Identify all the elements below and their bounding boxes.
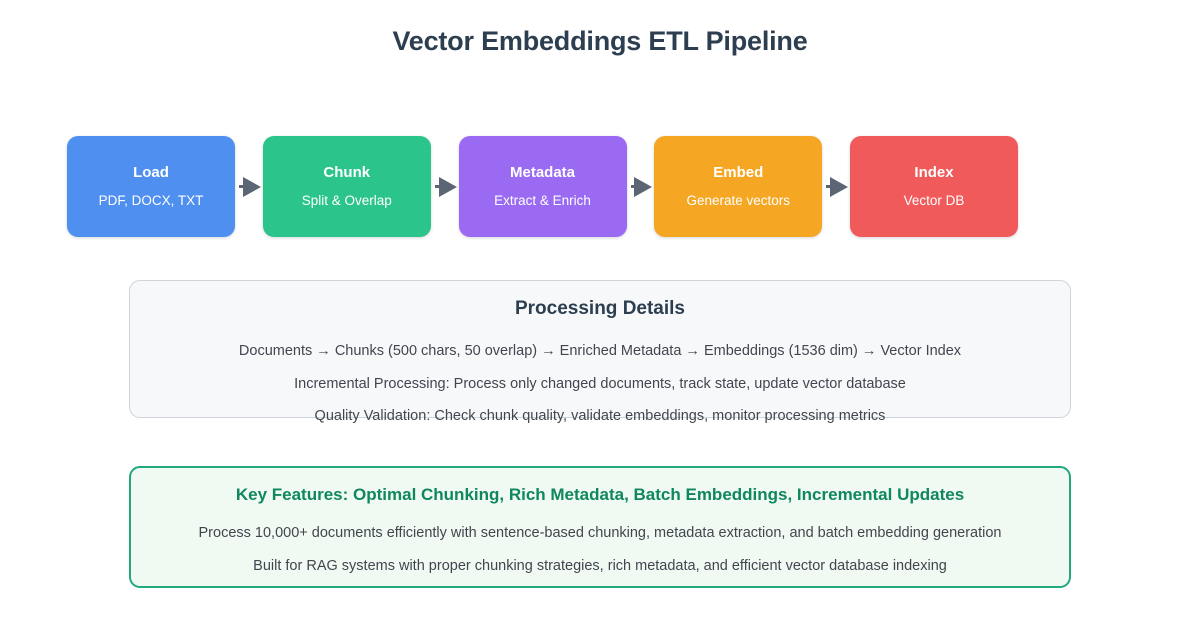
arrow-shaft [239,185,245,188]
pipeline-flow: Load PDF, DOCX, TXT Chunk Split & Overla… [67,136,1018,237]
key-features-line: Built for RAG systems with proper chunki… [253,557,947,574]
arrow-shaft [630,185,637,188]
arrow-head [438,176,457,197]
stage-title: Index [914,163,954,181]
arrow-shaft [434,185,441,188]
stage-subtitle: Vector DB [903,192,965,208]
key-features-panel: Key Features: Optimal Chunking, Rich Met… [129,466,1071,588]
pipeline-stage-chunk[interactable]: Chunk Split & Overlap [262,136,431,237]
page-title: Vector Embeddings ETL Pipeline [392,26,808,56]
arrow-head [242,176,261,197]
processing-details-line: Incremental Processing: Process only cha… [294,375,906,392]
pipeline-stage-load[interactable]: Load PDF, DOCX, TXT [67,136,235,237]
stage-subtitle: Extract & Enrich [494,192,591,208]
stage-subtitle: PDF, DOCX, TXT [98,192,204,208]
processing-details-panel: Processing Details Documents → Chunks (5… [129,280,1071,424]
key-features-title: Key Features: Optimal Chunking, Rich Met… [235,485,965,504]
pipeline-stage-index[interactable]: Index Vector DB [850,136,1018,237]
stage-title: Chunk [323,163,371,181]
stage-title: Embed [713,163,764,181]
arrow-head [830,176,848,197]
key-features-line: Process 10,000+ documents efficiently wi… [198,525,1002,541]
arrow-right-icon [627,176,655,197]
arrow-right-icon [431,176,459,197]
stage-subtitle: Generate vectors [686,192,791,208]
stage-title: Load [133,163,169,181]
arrow-head [634,176,653,197]
stage-title: Metadata [509,163,576,181]
arrow-shaft [826,185,832,188]
stage-subtitle: Split & Overlap [301,192,392,208]
arrow-right-icon [822,176,850,197]
arrow-right-icon [235,176,263,197]
pipeline-stage-metadata[interactable]: Metadata Extract & Enrich [458,136,627,237]
processing-details-line: Documents → Chunks (500 chars, 50 overla… [238,343,962,359]
processing-details-title: Processing Details [514,298,686,319]
processing-details-line: Quality Validation: Check chunk quality,… [314,408,886,425]
pipeline-stage-embed[interactable]: Embed Generate vectors [654,136,823,237]
